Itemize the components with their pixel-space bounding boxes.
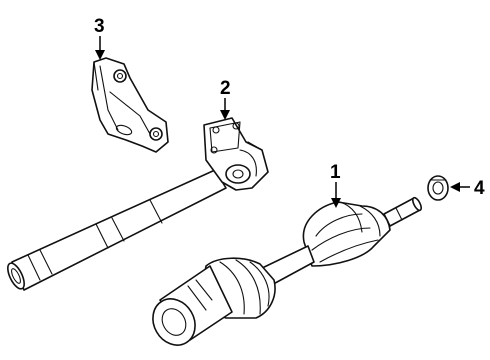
intermediate-shaft <box>7 117 269 291</box>
callout-number: 1 <box>330 162 341 183</box>
callout-3: 3 <box>94 16 105 60</box>
callout-number: 4 <box>474 178 485 199</box>
callout-number: 2 <box>220 78 231 99</box>
callout-2: 2 <box>220 78 231 120</box>
callout-4: 4 <box>450 178 485 199</box>
callout-1: 1 <box>330 162 341 208</box>
cv-axle-assembly <box>152 196 423 346</box>
washer <box>427 175 449 201</box>
callout-number: 3 <box>94 16 105 37</box>
mounting-bracket <box>91 57 169 153</box>
